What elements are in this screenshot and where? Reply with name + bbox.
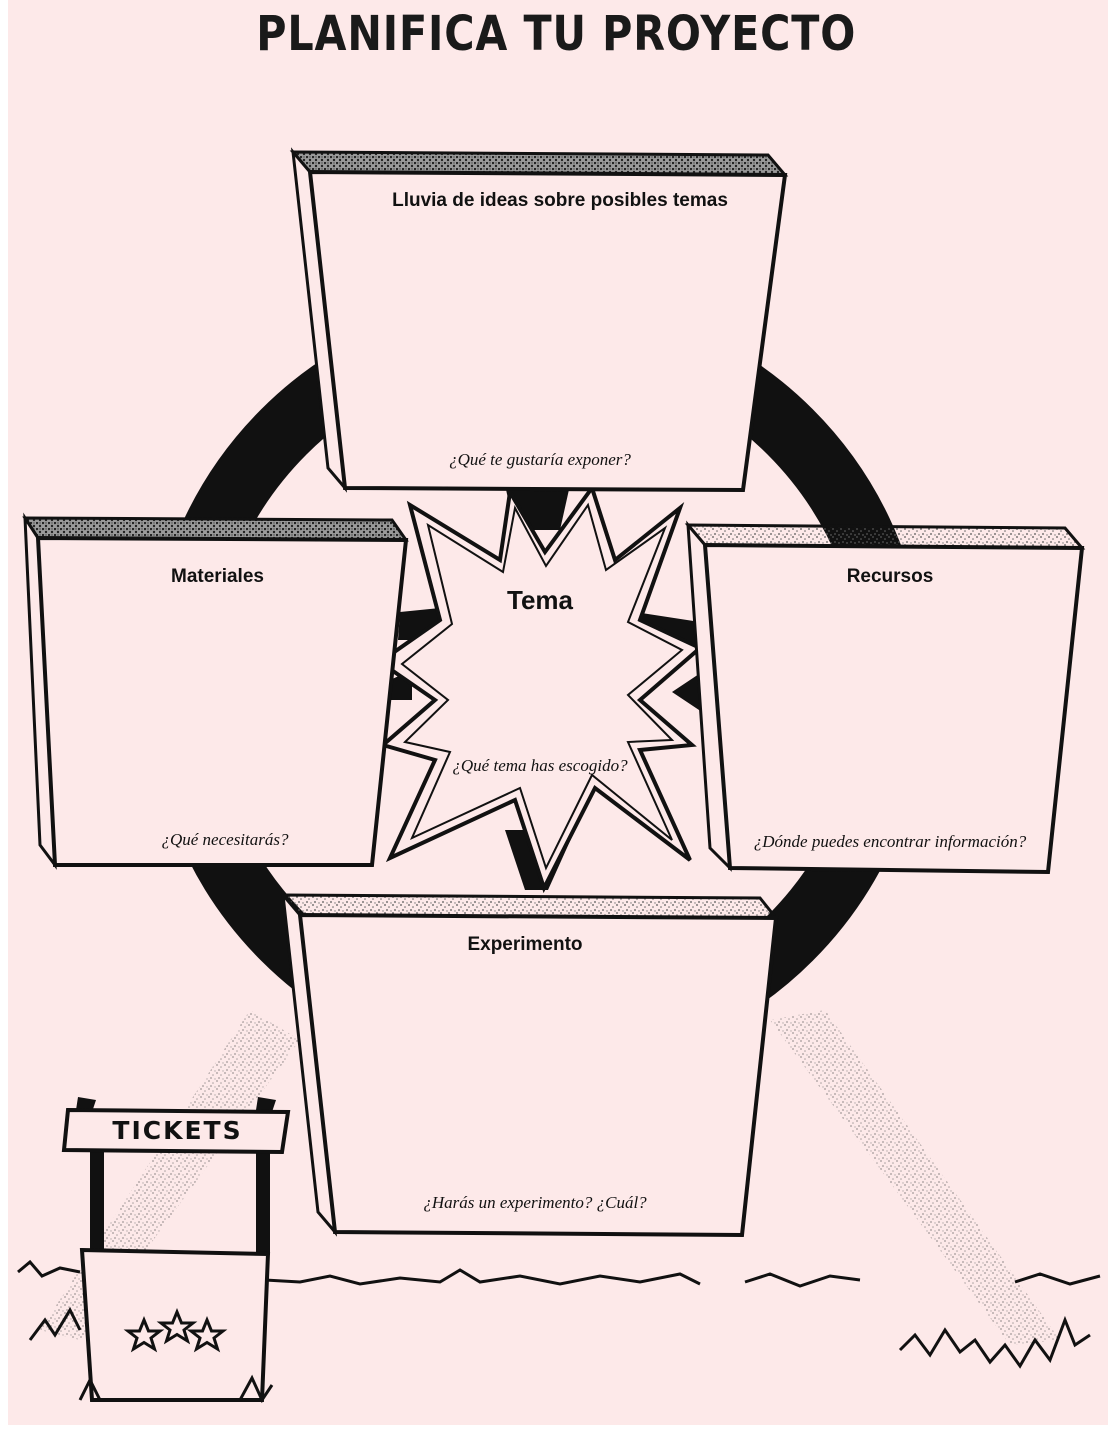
star-icon [123,1316,165,1353]
top-box [289,147,789,493]
wheel-spoke-right-lower [672,672,702,712]
page-title: PLANIFICA TU PROYECTO [256,6,857,62]
right-box-heading: Recursos [846,566,934,587]
light-beam-right [770,1010,1060,1345]
bottom-box-heading: Experimento [467,934,583,955]
tickets-sign [61,1107,291,1155]
left-box-prompt: ¿Qué necesitarás? [161,830,289,849]
bottom-box [279,890,780,1238]
center-prompt: ¿Qué tema has escogido? [452,756,628,775]
center-heading: Tema [507,585,573,615]
star-icon [156,1308,198,1345]
tickets-sign-label: TICKETS [112,1116,243,1145]
ground-line [17,1259,1101,1288]
top-box-prompt: ¿Qué te gustaría exponer? [449,450,631,469]
bottom-box-prompt: ¿Harás un experimento? ¿Cuál? [423,1193,647,1212]
left-box-heading: Materiales [171,566,264,587]
star-icon [186,1316,228,1353]
left-box [22,512,409,870]
top-box-heading: Lluvia de ideas sobre posibles temas [392,190,728,211]
grass-tuft-left [28,1306,82,1341]
right-box [684,520,1086,875]
center-star [376,483,704,894]
grass-tuft-right [898,1315,1091,1369]
center-star-inner-outline [400,502,684,871]
right-box-prompt: ¿Dónde puedes encontrar información? [753,832,1027,851]
